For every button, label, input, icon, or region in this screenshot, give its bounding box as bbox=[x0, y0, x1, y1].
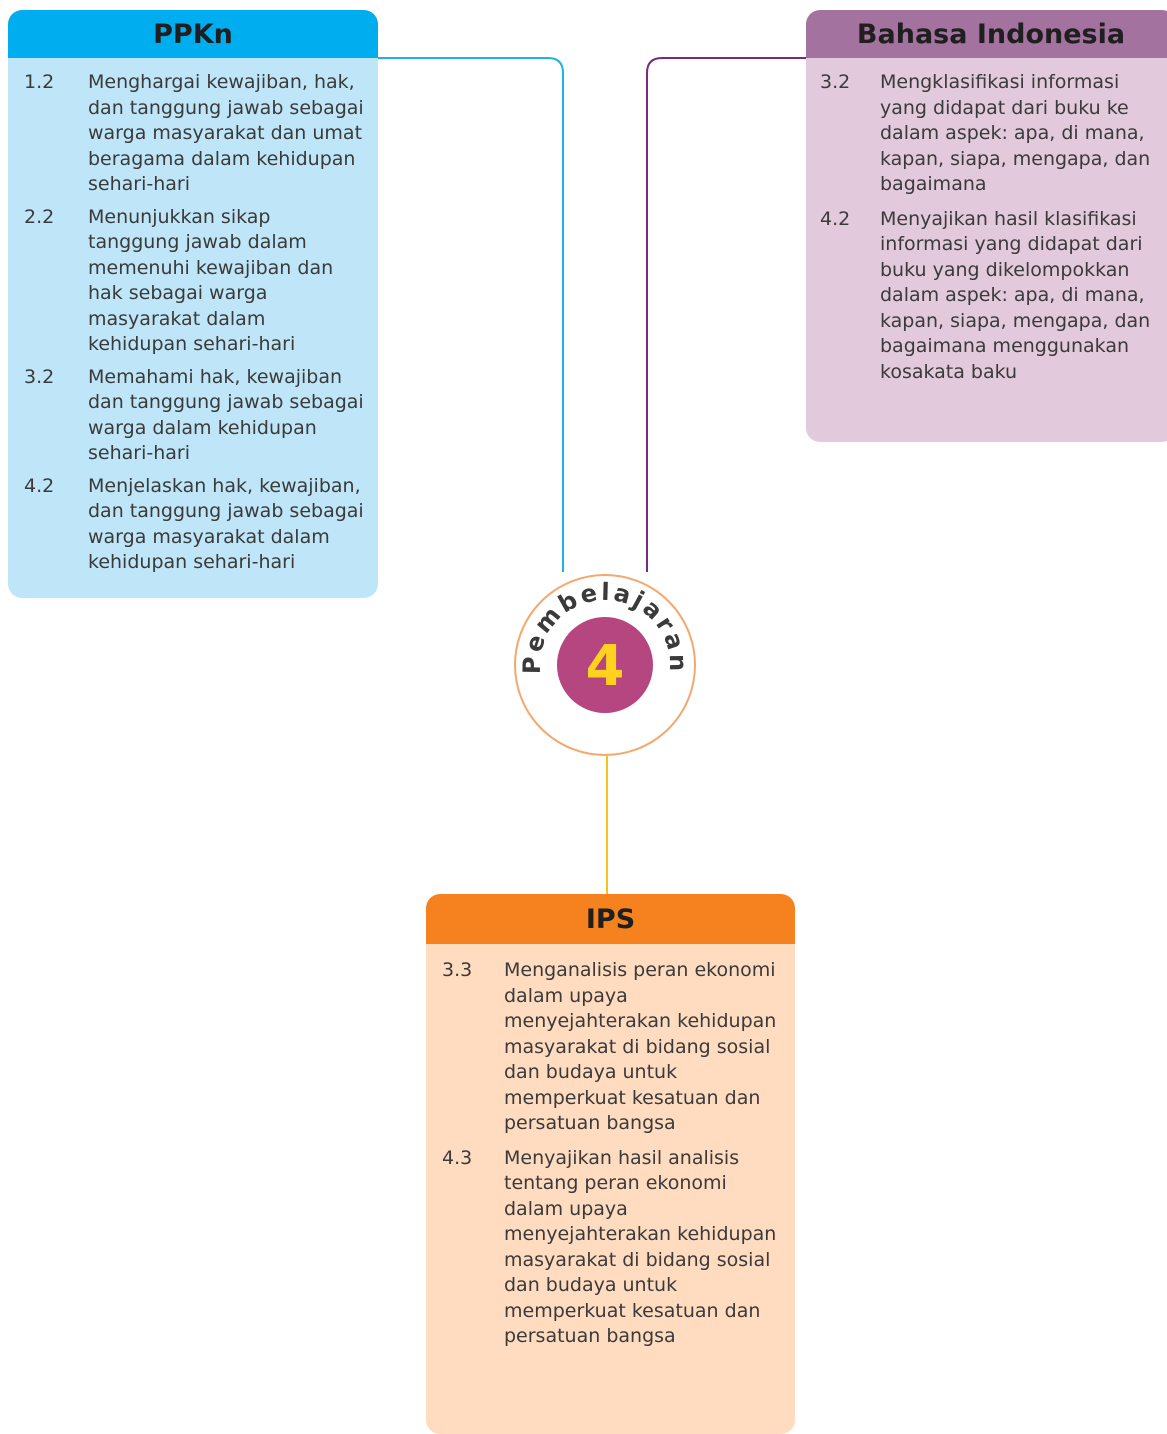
list-item: 3.2 Memahami hak, kewajiban dan tanggung… bbox=[24, 365, 364, 467]
item-number: 2.2 bbox=[24, 205, 55, 228]
list-item: 4.2 Menyajikan hasil klasifikasi informa… bbox=[820, 207, 1166, 386]
item-number: 3.2 bbox=[24, 365, 55, 388]
item-number: 4.3 bbox=[442, 1146, 473, 1169]
connector-ppkn bbox=[378, 57, 564, 572]
item-number: 1.2 bbox=[24, 71, 55, 93]
list-item: 4.3 Menyajikan hasil analisis tentang pe… bbox=[442, 1146, 785, 1350]
item-number: 3.3 bbox=[442, 959, 473, 981]
item-text: Mengklasifikasi informasi yang didapat d… bbox=[880, 71, 1151, 195]
list-item: 3.3 Menganalisis peran ekonomi dalam upa… bbox=[442, 958, 785, 1137]
item-text: Menghargai kewajiban, hak, dan tanggung … bbox=[88, 71, 364, 195]
pembelajaran-badge: Pembelajaran 4 bbox=[514, 574, 696, 756]
ppkn-title: PPKn bbox=[8, 10, 378, 58]
bahasa-indonesia-title: Bahasa Indonesia bbox=[806, 10, 1167, 58]
bahasa-indonesia-box: Bahasa Indonesia 3.2 Mengklasifikasi inf… bbox=[806, 10, 1167, 442]
bahasa-competency-list: 3.2 Mengklasifikasi informasi yang didap… bbox=[806, 58, 1167, 385]
item-number: 4.2 bbox=[24, 474, 55, 497]
item-number: 3.2 bbox=[820, 71, 851, 93]
item-text: Menganalisis peran ekonomi dalam upaya m… bbox=[504, 959, 777, 1134]
ppkn-competency-list: 1.2 Menghargai kewajiban, hak, dan tangg… bbox=[8, 58, 378, 576]
item-text: Menunjukkan sikap tanggung jawab dalam m… bbox=[88, 205, 334, 356]
item-text: Menjelaskan hak, kewajiban, dan tanggung… bbox=[88, 474, 364, 574]
ips-box: IPS 3.3 Menganalisis peran ekonomi dalam… bbox=[426, 894, 795, 1434]
item-text: Menyajikan hasil klasifikasi informasi y… bbox=[880, 207, 1151, 383]
item-number: 4.2 bbox=[820, 207, 851, 230]
list-item: 4.2 Menjelaskan hak, kewajiban, dan tang… bbox=[24, 474, 364, 576]
list-item: 3.2 Mengklasifikasi informasi yang didap… bbox=[820, 70, 1166, 198]
item-text: Menyajikan hasil analisis tentang peran … bbox=[504, 1146, 777, 1348]
ppkn-box: PPKn 1.2 Menghargai kewajiban, hak, dan … bbox=[8, 10, 378, 598]
ips-competency-list: 3.3 Menganalisis peran ekonomi dalam upa… bbox=[426, 944, 795, 1350]
connector-bahasa bbox=[646, 57, 806, 572]
badge-center-circle bbox=[557, 617, 653, 713]
badge-number: 4 bbox=[586, 634, 625, 699]
list-item: 2.2 Menunjukkan sikap tanggung jawab dal… bbox=[24, 205, 364, 358]
ips-title: IPS bbox=[426, 894, 795, 944]
item-text: Memahami hak, kewajiban dan tanggung jaw… bbox=[88, 365, 364, 465]
list-item: 1.2 Menghargai kewajiban, hak, dan tangg… bbox=[24, 70, 364, 198]
